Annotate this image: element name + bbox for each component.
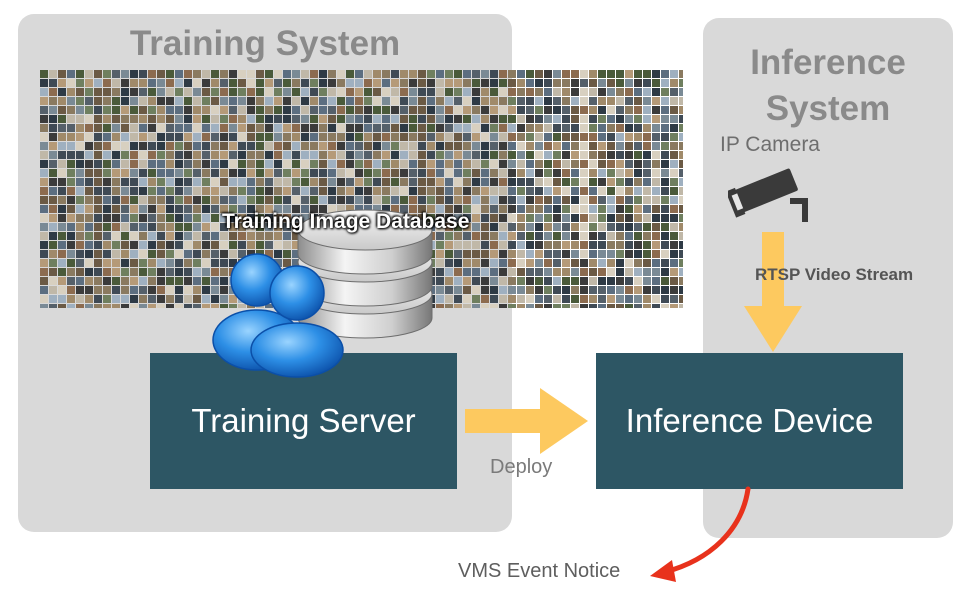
deploy-label: Deploy — [490, 456, 553, 478]
inference-title-line1: Inference — [750, 43, 906, 82]
users-icon — [205, 238, 355, 383]
inference-device-box: Inference Device — [596, 353, 903, 489]
camera-icon — [725, 160, 818, 235]
ip-camera-label: IP Camera — [720, 133, 820, 156]
rtsp-stream-label: RTSP Video Stream — [755, 265, 914, 284]
database-label: Training Image Database — [222, 210, 470, 233]
database-icon — [290, 196, 440, 351]
inference-system-title: Inference System — [703, 40, 953, 132]
inference-device-label: Inference Device — [625, 402, 874, 439]
inference-title-line2: System — [765, 89, 891, 128]
training-system-title: Training System — [129, 24, 401, 63]
training-image-mosaic — [40, 70, 683, 308]
vms-event-notice-label: VMS Event Notice — [458, 560, 621, 582]
training-server-label: Training Server — [191, 402, 416, 439]
training-server-box: Training Server — [150, 353, 457, 489]
